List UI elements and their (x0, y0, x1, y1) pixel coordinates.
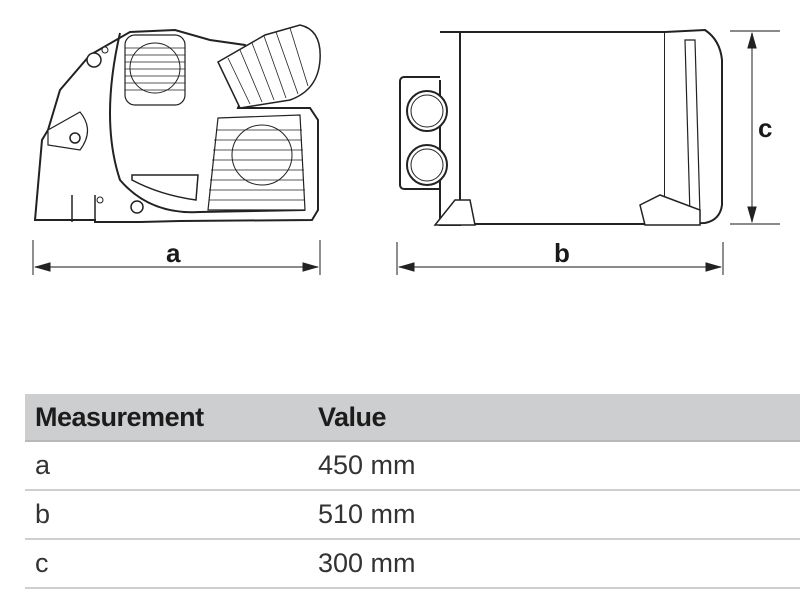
front-view-drawing (399, 28, 723, 226)
cell-measurement: c (25, 539, 318, 589)
dimension-label-a: a (166, 238, 181, 268)
header-measurement: Measurement (25, 394, 318, 442)
table-row: a 450 mm (25, 441, 800, 491)
table-header-row: Measurement Value (25, 394, 800, 442)
dimensions-table: Measurement Value a 450 mm b 510 mm c 30… (25, 394, 800, 589)
cell-measurement: a (25, 441, 318, 491)
product-dimension-drawing: a b c (32, 24, 780, 275)
side-view-drawing (33, 24, 321, 223)
cell-measurement: b (25, 490, 318, 540)
dimension-label-c: c (758, 113, 772, 143)
table-row: c 300 mm (25, 539, 800, 589)
cell-value: 450 mm (318, 441, 800, 491)
cell-value: 300 mm (318, 539, 800, 589)
dimension-lines (32, 30, 780, 275)
header-value: Value (318, 394, 800, 442)
table-row: b 510 mm (25, 490, 800, 540)
dimension-label-b: b (554, 238, 570, 268)
cell-value: 510 mm (318, 490, 800, 540)
